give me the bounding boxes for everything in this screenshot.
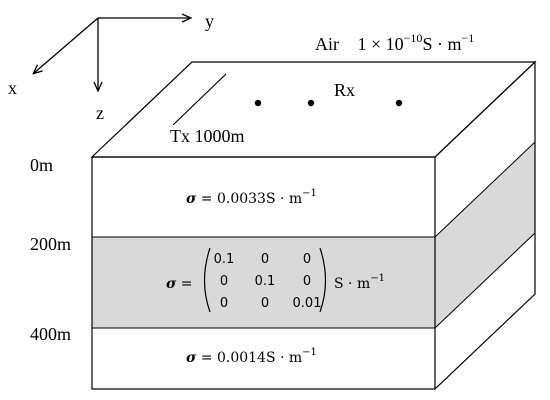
layer-1-conductivity: σ = 0.0033S · m−1 [186, 188, 317, 207]
x-axis-label: x [8, 78, 17, 98]
block-front-outline [91, 156, 436, 390]
tx-label: Tx 1000m [170, 126, 245, 146]
layer-2-side [435, 142, 535, 328]
matrix-cell: 0 [261, 252, 269, 267]
matrix-cell: 0.01 [293, 296, 322, 311]
matrix-cell: 0 [220, 274, 228, 289]
block-side-outline [434, 60, 536, 390]
matrix-cell: 0 [303, 274, 311, 289]
depth-label-200m: 200m [30, 234, 71, 254]
rx-point-3 [395, 99, 403, 107]
depth-label-400m: 400m [30, 324, 71, 344]
layer-3-side [435, 233, 535, 389]
rx-point-1 [254, 99, 262, 107]
matrix-cell: 0.1 [214, 252, 235, 267]
conductivity-matrix: 0.1 0 0 0 0.1 0 0 0 0.01 [214, 252, 322, 311]
y-axis-label: y [205, 11, 214, 31]
matrix-cell: 0 [220, 296, 228, 311]
layer-1-front [92, 157, 435, 237]
side-boundary-200m [434, 141, 536, 238]
matrix-right-paren [319, 247, 327, 313]
layer-2-unit: S · m−1 [334, 273, 385, 292]
layer-3-conductivity: σ = 0.0014S · m−1 [186, 347, 317, 366]
layer-1-side [435, 62, 535, 237]
rx-label: Rx [334, 80, 355, 100]
tx-wire [172, 73, 227, 126]
air-label: Air 1 × 10−10S · m−1 [315, 31, 474, 54]
x-axis-arrow [34, 17, 99, 73]
layer-2-front [92, 237, 435, 328]
depth-label-0m: 0m [30, 155, 53, 175]
layer-2-conductivity-label: σ = [166, 276, 193, 292]
matrix-left-paren [203, 247, 211, 313]
matrix-cell: 0.1 [255, 274, 276, 289]
z-axis-label: z [96, 103, 104, 123]
side-boundary-400m [434, 232, 536, 329]
rx-point-2 [307, 99, 315, 107]
matrix-cell: 0 [261, 296, 269, 311]
matrix-cell: 0 [303, 252, 311, 267]
layer-3-front [92, 328, 435, 389]
